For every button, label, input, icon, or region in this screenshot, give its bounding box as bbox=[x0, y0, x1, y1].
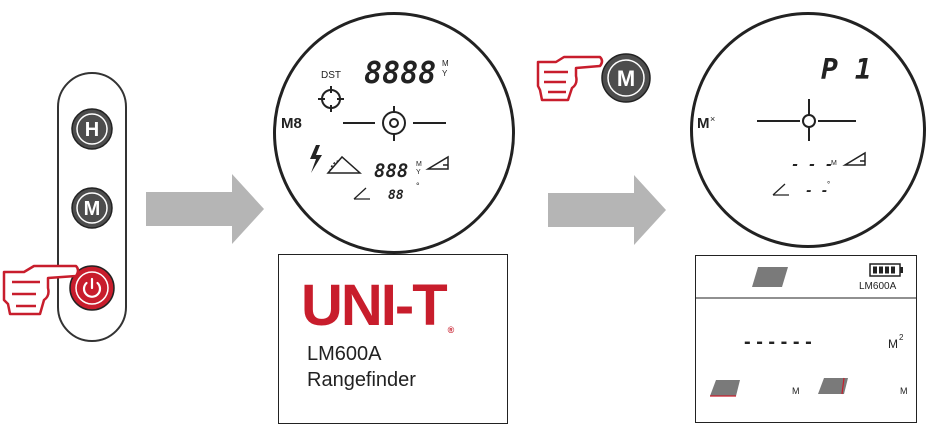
flow-arrow-1 bbox=[146, 174, 264, 244]
left-unit: M bbox=[792, 386, 800, 396]
area-unit: M bbox=[888, 337, 898, 351]
product-label-box: UNI-T® LM600A Rangefinder bbox=[278, 254, 508, 424]
secondary-unit-m: M bbox=[416, 161, 422, 168]
main-unit-m: M bbox=[442, 59, 449, 68]
right-segment-edge bbox=[841, 377, 845, 395]
battery-icon bbox=[869, 263, 903, 277]
main-unit-y: Y bbox=[442, 69, 448, 78]
hold-button-label: H bbox=[85, 119, 99, 141]
dst-target-icon bbox=[318, 86, 344, 112]
product-model: LM600A bbox=[307, 343, 382, 365]
distance-dashes: - - - bbox=[791, 157, 833, 173]
secondary-digits: 888 bbox=[374, 160, 408, 182]
flow-arrow-2 bbox=[548, 175, 666, 245]
power-icon bbox=[82, 277, 102, 298]
main-distance-digits: 8888 bbox=[364, 56, 436, 91]
product-type: Rangefinder bbox=[307, 369, 416, 391]
lcd-display-panel: LM600A - - - - - - M 2 M M bbox=[695, 255, 917, 423]
hold-button[interactable]: H bbox=[70, 107, 114, 151]
reticle-icon bbox=[343, 106, 446, 141]
registered-mark: ® bbox=[447, 325, 455, 335]
mode-indicator-2: M bbox=[697, 115, 710, 132]
pointing-hand-icon bbox=[2, 264, 80, 316]
area-unit-power: 2 bbox=[899, 333, 904, 342]
slope-icon-2 bbox=[842, 151, 866, 166]
slope-icon bbox=[425, 155, 449, 170]
height-mode-icon bbox=[326, 155, 362, 174]
angle-unit: ° bbox=[416, 181, 420, 191]
mode-press-button-label: M bbox=[617, 66, 635, 91]
right-segment bbox=[818, 378, 848, 394]
mode-sub-indicator: × bbox=[710, 114, 715, 124]
crosshair-icon bbox=[757, 99, 856, 141]
right-unit: M bbox=[900, 386, 908, 396]
secondary-unit-y: Y bbox=[416, 169, 421, 176]
left-segment bbox=[710, 380, 740, 396]
mode-button[interactable]: M bbox=[70, 186, 114, 230]
status-segment bbox=[752, 267, 788, 287]
mode-button-label: M bbox=[84, 198, 101, 220]
program-label: P 1 bbox=[821, 53, 872, 86]
mode-indicator: M8 bbox=[281, 115, 302, 132]
power-button[interactable] bbox=[68, 264, 116, 312]
brand-text: UNI-T bbox=[301, 273, 448, 338]
distance-unit: M bbox=[831, 160, 837, 167]
remote-control bbox=[57, 72, 127, 342]
laser-icon bbox=[310, 145, 322, 173]
angle-digits: 88 bbox=[388, 188, 404, 203]
viewfinder-program: P 1 M × - - - M - - ° bbox=[690, 12, 926, 248]
dst-label: DST bbox=[321, 70, 341, 81]
viewfinder-standby: DST 8888 M Y M8 888 bbox=[273, 12, 515, 254]
mode-press-button[interactable]: M bbox=[600, 52, 652, 104]
angle-icon bbox=[353, 187, 370, 200]
brand-logo: UNI-T® bbox=[301, 277, 454, 335]
area-dashes: - - - - - - bbox=[744, 331, 812, 353]
pointing-hand-icon-2 bbox=[536, 55, 604, 102]
angle-unit-2: ° bbox=[827, 180, 830, 189]
lcd-model: LM600A bbox=[859, 281, 897, 292]
angle-dashes: - - bbox=[805, 184, 828, 199]
angle-icon-2 bbox=[772, 183, 789, 196]
